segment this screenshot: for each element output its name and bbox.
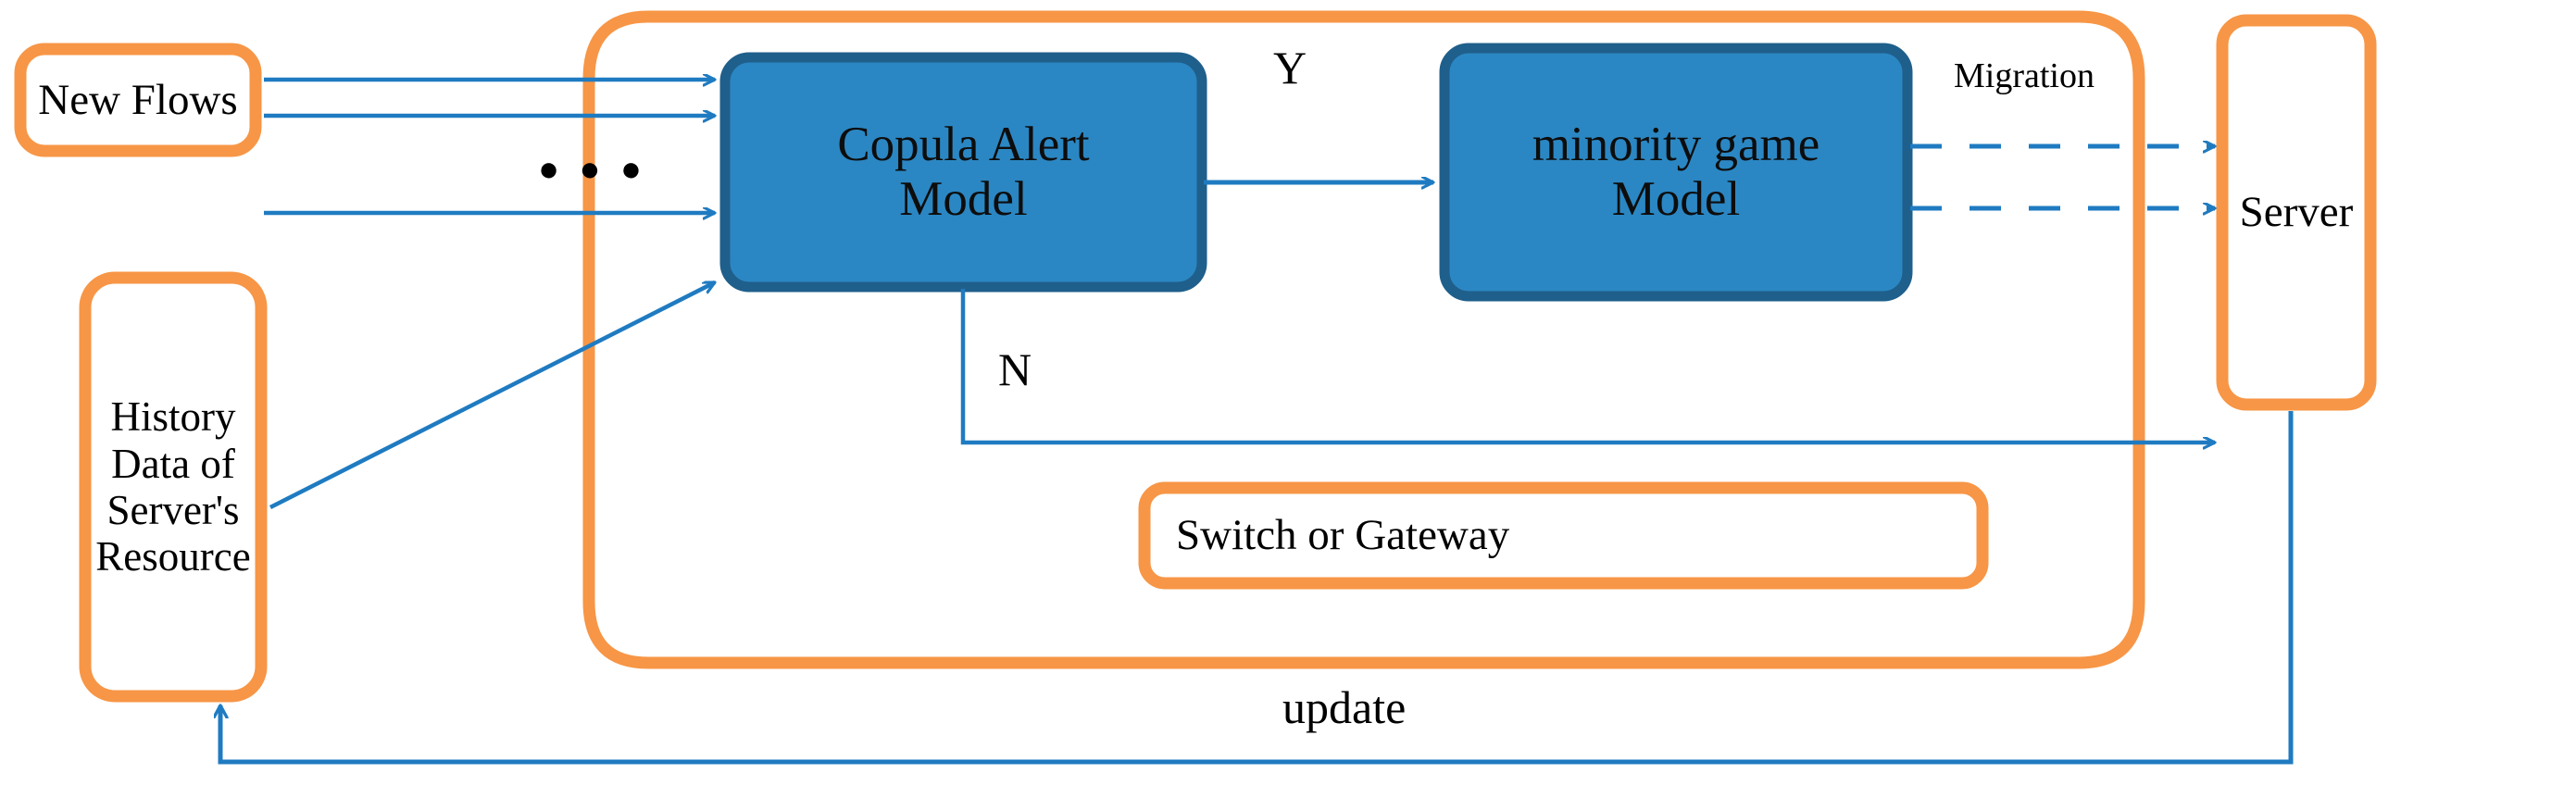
minority-game-model-box[interactable] — [1439, 43, 1913, 302]
edge-label-update: update — [1282, 681, 1407, 733]
switch-domain-container — [582, 10, 2145, 669]
server-box[interactable] — [2216, 14, 2377, 411]
copula-no-branch-to-server — [960, 289, 2215, 443]
new-flows-box[interactable] — [14, 43, 262, 157]
migration-arrows — [1910, 146, 2215, 208]
new-flows-to-copula-arrows — [264, 80, 715, 213]
history-data-box[interactable] — [79, 271, 268, 703]
edge-label-migration: Migration — [1954, 56, 2095, 95]
switch-or-gateway-box[interactable] — [1138, 481, 1989, 590]
history-to-copula-arrow — [269, 280, 715, 510]
edge-label-yes: Y — [1273, 42, 1307, 94]
update-feedback-arrow — [220, 411, 2294, 765]
edge-label-no: N — [998, 343, 1032, 395]
copula-alert-model-box[interactable] — [719, 52, 1207, 293]
